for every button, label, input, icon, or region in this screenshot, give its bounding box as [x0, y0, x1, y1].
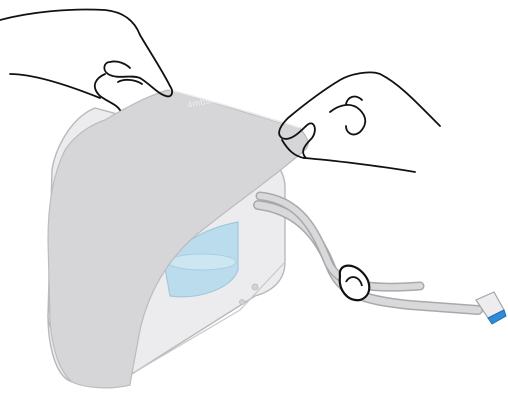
water-reservoir	[164, 221, 239, 298]
hose-clip	[338, 264, 371, 302]
left-hand	[0, 8, 173, 111]
hose-connector	[475, 291, 507, 325]
air-hose	[253, 191, 483, 315]
right-hand	[278, 71, 441, 173]
